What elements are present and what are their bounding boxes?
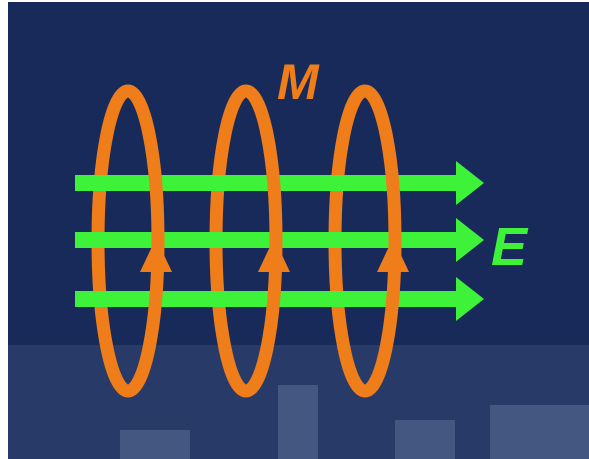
loop-direction-arrowhead-2 [258, 238, 290, 272]
arrow-head [456, 277, 484, 321]
magnetic-field-label: M [277, 54, 320, 110]
electric-field-arrow-3 [75, 277, 484, 321]
diagram-background [8, 2, 589, 459]
loop-direction-arrowhead-1 [140, 238, 172, 272]
arrow-shaft [75, 175, 458, 191]
loop-direction-arrowhead-3 [377, 238, 409, 272]
arrow-shaft [75, 291, 458, 307]
magnetic-loop-front-1 [126, 84, 165, 398]
magnetic-loop-front-2 [244, 84, 283, 398]
electric-field-arrow-1 [75, 161, 484, 205]
arrow-head [456, 161, 484, 205]
electric-field-arrows [75, 161, 484, 321]
magnetic-loops-front [126, 84, 409, 398]
arrow-head [456, 218, 484, 262]
electric-field-arrow-2 [75, 218, 484, 262]
arrow-shaft [75, 232, 458, 248]
magnetic-loop-front-3 [363, 84, 402, 398]
electric-field-label: E [491, 217, 529, 277]
watermark [8, 345, 589, 459]
